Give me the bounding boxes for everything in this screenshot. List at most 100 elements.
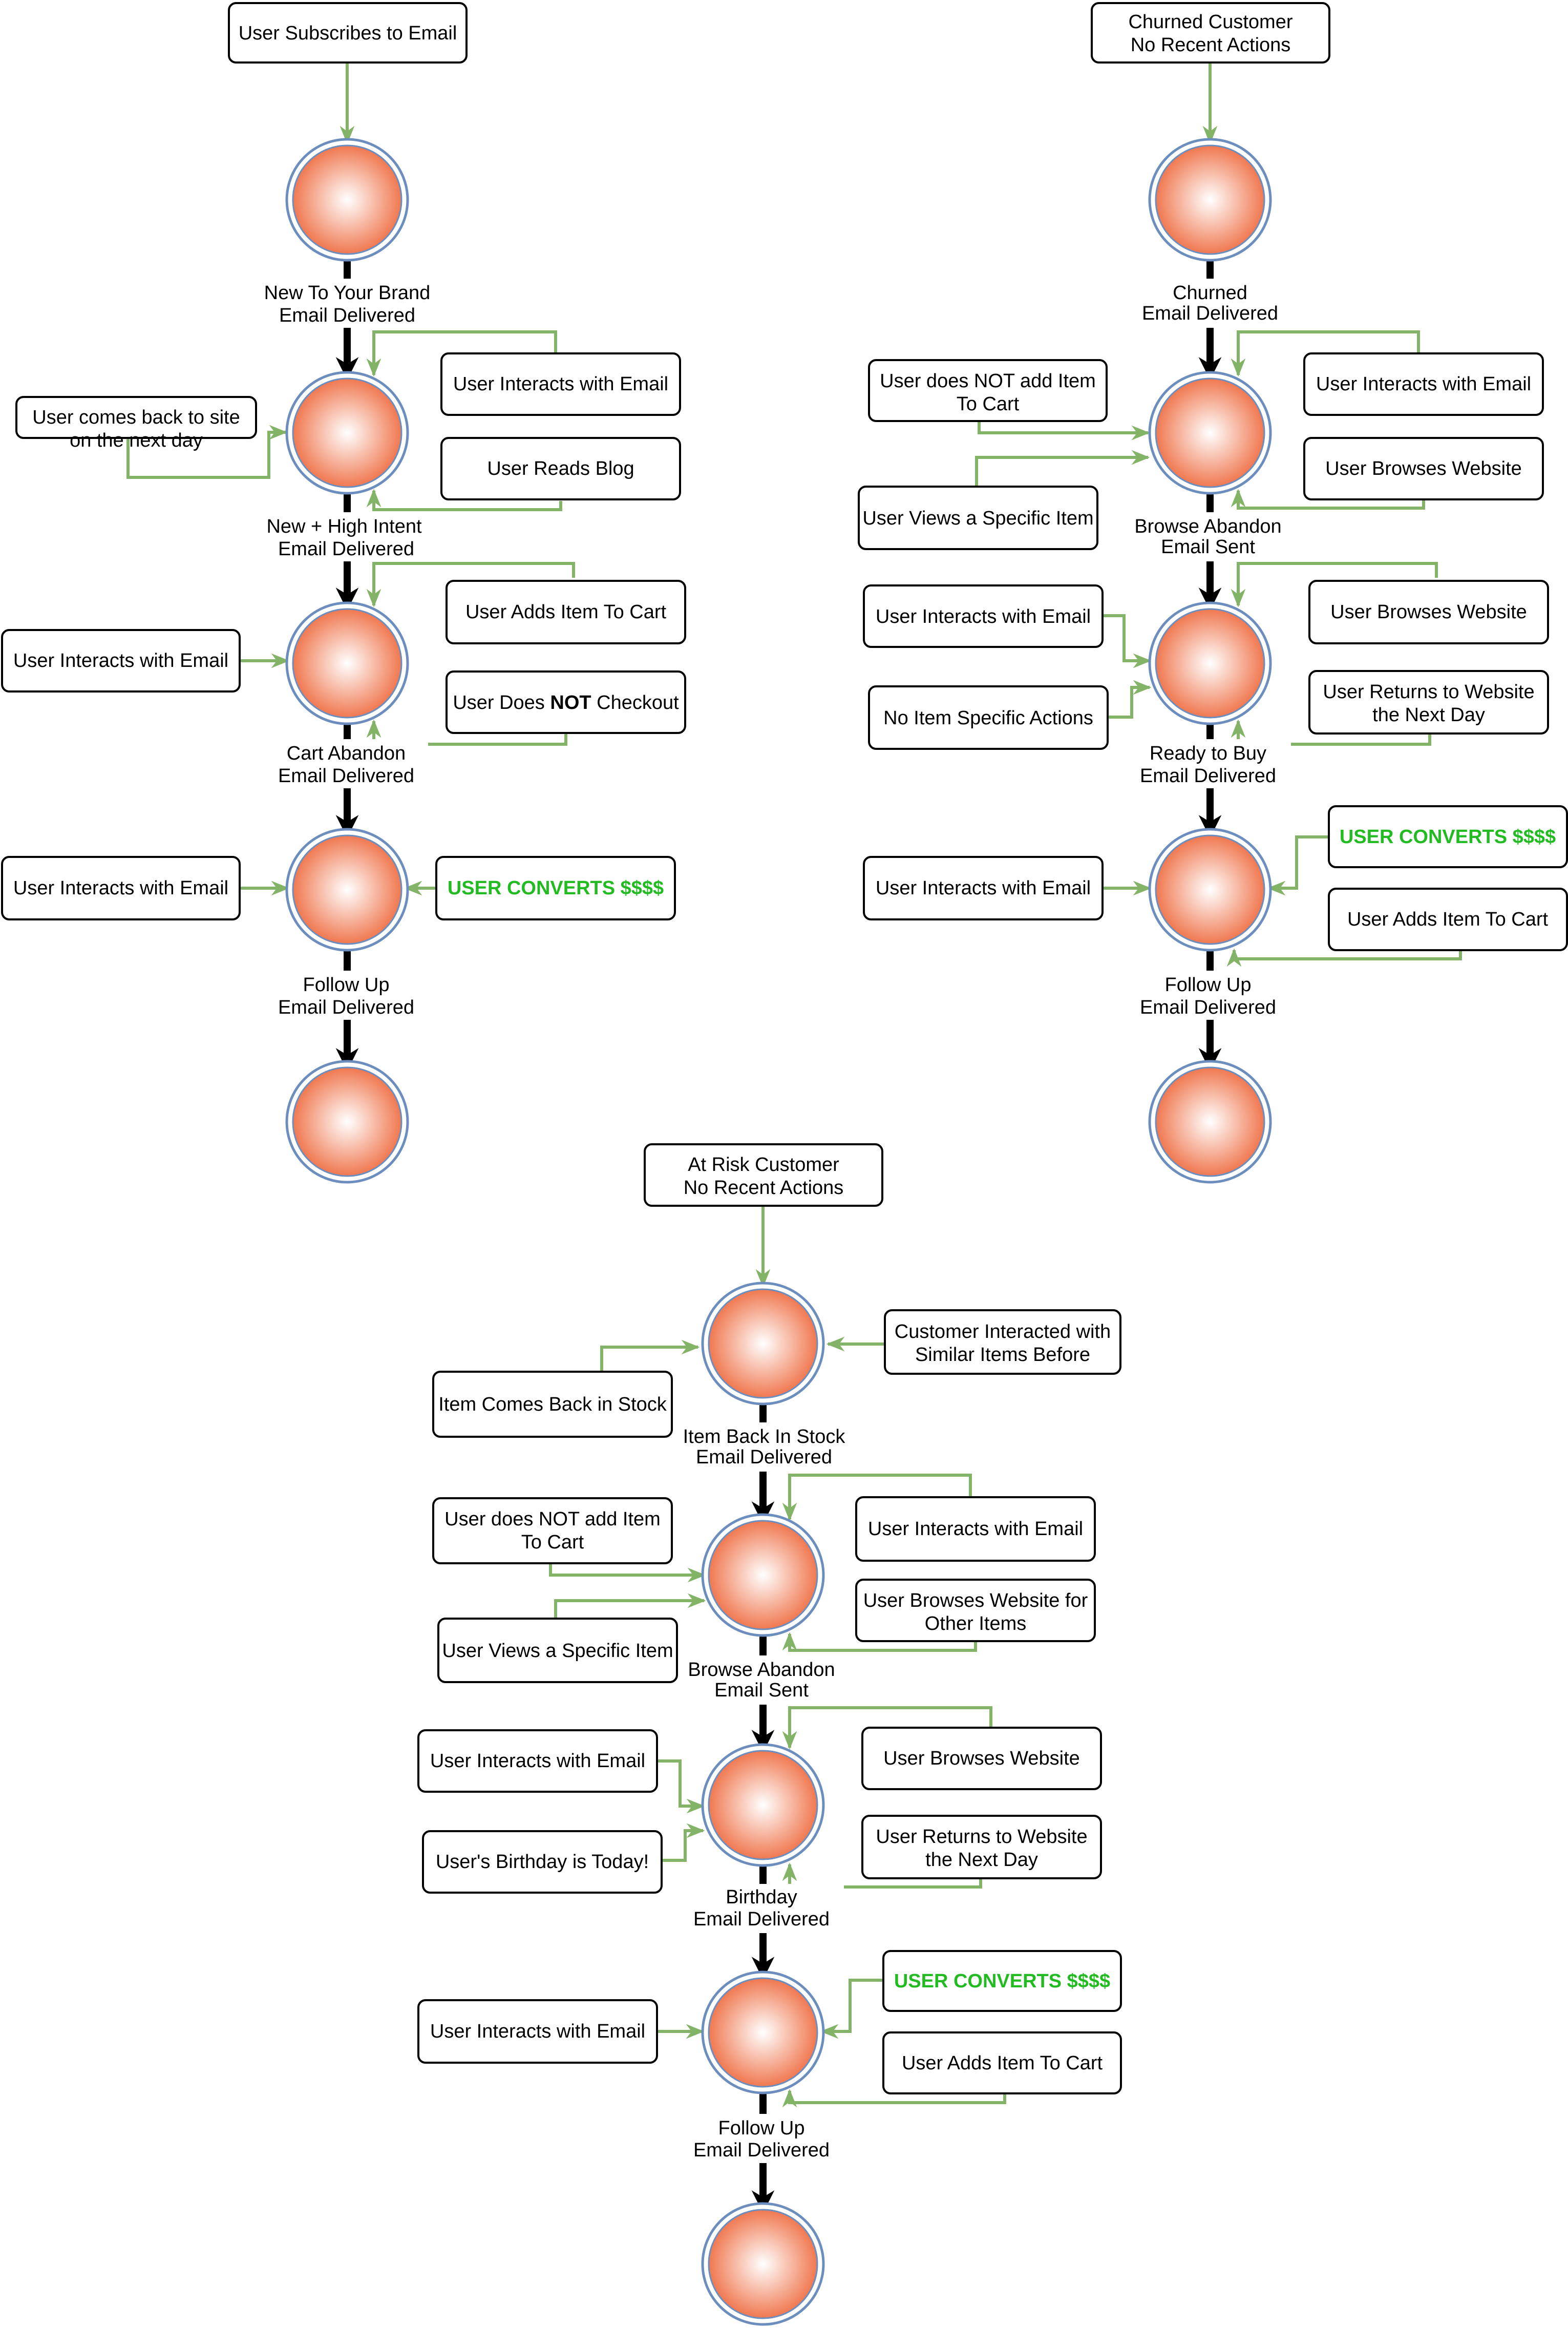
stage-label-sub: Email Delivered	[279, 305, 415, 326]
conversion-label: USER CONVERTS $$$$	[448, 877, 664, 899]
trigger-label: User Interacts with Email	[1316, 373, 1531, 395]
stage-node-core	[1155, 144, 1265, 255]
trigger-box	[855, 1496, 1096, 1562]
trigger-label: User Adds Item To Cart	[465, 601, 667, 623]
trigger-label: No Recent Actions	[1131, 34, 1291, 56]
trigger-label: User Returns to Website	[1323, 681, 1534, 703]
trigger-box	[417, 1729, 658, 1793]
stage-node	[1148, 371, 1272, 495]
trigger-box	[884, 1309, 1121, 1375]
trigger-box	[1328, 888, 1568, 951]
stage-label-sub: Email Delivered	[278, 765, 414, 787]
trigger-label: Churned Customer	[1128, 11, 1292, 33]
conversion-label: USER CONVERTS $$$$	[894, 1970, 1110, 1992]
trigger-box	[1303, 437, 1544, 500]
trigger-label: User Views a Specific Item	[862, 508, 1093, 529]
trigger-label: User Interacts with Email	[13, 650, 228, 672]
trigger-box	[1328, 805, 1568, 868]
trigger-label: the Next Day	[1372, 704, 1485, 726]
stage-label-title: Birthday	[726, 1886, 797, 1908]
trigger-box	[861, 1727, 1102, 1790]
trigger-box	[644, 1143, 883, 1207]
stage-node-core	[708, 1520, 818, 1630]
nocheckout-part: User Does	[453, 692, 550, 714]
stage-node	[1148, 1060, 1272, 1184]
stage-node	[285, 601, 409, 725]
trigger-box	[440, 437, 681, 500]
stage-label-title: New To Your Brand	[264, 282, 431, 304]
trigger-box	[422, 1830, 663, 1894]
stage-label-sub: Email Delivered	[1140, 997, 1276, 1018]
trigger-box	[440, 352, 681, 416]
stage-node-core	[708, 1750, 818, 1860]
trigger-label: Similar Items Before	[915, 1344, 1090, 1366]
trigger-box	[1, 629, 241, 693]
stage-node	[285, 371, 409, 495]
trigger-box	[1303, 352, 1544, 416]
stage-label-title: Item Back In Stock	[683, 1426, 846, 1448]
stage-node-core	[1155, 377, 1265, 488]
stage-node	[1148, 138, 1272, 262]
trigger-box	[432, 1371, 673, 1438]
trigger-label: User does NOT add Item	[880, 370, 1096, 392]
trigger-label: User Returns to Website	[876, 1826, 1087, 1848]
trigger-label: User comes back to site	[32, 407, 240, 428]
trigger-label: No Item Specific Actions	[883, 707, 1093, 729]
trigger-labels: User Subscribes to Email User Interacts …	[13, 11, 1556, 2074]
trigger-box	[868, 685, 1109, 750]
stage-node-core	[1155, 608, 1265, 719]
trigger-box	[1, 856, 241, 920]
trigger-label: User Adds Item To Cart	[902, 2052, 1103, 2074]
trigger-label: No Recent Actions	[684, 1177, 844, 1199]
trigger-label: User Interacts with Email	[876, 606, 1091, 627]
trigger-label: User Does NOT Checkout	[453, 692, 679, 714]
trigger-box	[446, 670, 686, 734]
trigger-box	[1091, 2, 1330, 64]
trigger-box	[868, 359, 1108, 422]
stage-node-core	[708, 1977, 818, 2088]
trigger-label: User Browses Website	[1325, 458, 1522, 479]
trigger-label: Other Items	[925, 1613, 1027, 1634]
trigger-label: User does NOT add Item	[444, 1508, 661, 1530]
stage-node-core	[708, 1288, 818, 1399]
trigger-box	[863, 584, 1104, 648]
stage-labels: New To Your Brand Email Delivered New + …	[255, 279, 1291, 2163]
stage-node-core	[708, 2209, 818, 2319]
trigger-label: At Risk Customer	[688, 1154, 839, 1176]
stage-node	[285, 1060, 409, 1184]
stage-label-title: Churned	[1173, 282, 1247, 304]
trigger-box	[863, 856, 1104, 920]
trigger-box	[861, 1815, 1102, 1879]
input-connectors	[126, 62, 1462, 2108]
stage-label-sub: Email Delivered	[693, 2140, 830, 2161]
stage-node	[1148, 828, 1272, 952]
stage-label-title: New + High Intent	[266, 516, 422, 537]
trigger-box	[446, 580, 686, 644]
stage-nodes	[285, 138, 1272, 2326]
trigger-label: User Views a Specific Item	[442, 1640, 673, 1662]
trigger-label: User Reads Blog	[487, 458, 634, 479]
stage-node	[701, 2202, 825, 2326]
trigger-label: User Interacts with Email	[876, 877, 1091, 899]
trigger-box	[1308, 580, 1549, 644]
trigger-label: User Subscribes to Email	[239, 23, 457, 44]
stage-label-sub: Email Delivered	[1140, 765, 1276, 787]
nocheckout-part: Checkout	[591, 692, 680, 714]
stage-node-core	[292, 608, 402, 719]
trigger-box	[432, 1497, 673, 1564]
trigger-box	[882, 2031, 1122, 2094]
trigger-label: Item Comes Back in Stock	[438, 1394, 667, 1415]
stage-node-core	[292, 1066, 402, 1177]
stage-label-sub: Email Delivered	[278, 997, 414, 1018]
stage-node-core	[1155, 834, 1265, 945]
trigger-box	[1308, 670, 1549, 735]
stage-label-title: Browse Abandon	[1134, 516, 1281, 537]
trigger-label: User Browses Website	[883, 1748, 1080, 1769]
stage-label-sub: Email Delivered	[696, 1446, 832, 1468]
stage-label-sub: Email Delivered	[693, 1908, 830, 1930]
trigger-box	[435, 856, 676, 920]
trigger-box	[228, 2, 468, 64]
stage-node	[701, 1282, 825, 1406]
conversion-label: USER CONVERTS $$$$	[1340, 826, 1556, 848]
